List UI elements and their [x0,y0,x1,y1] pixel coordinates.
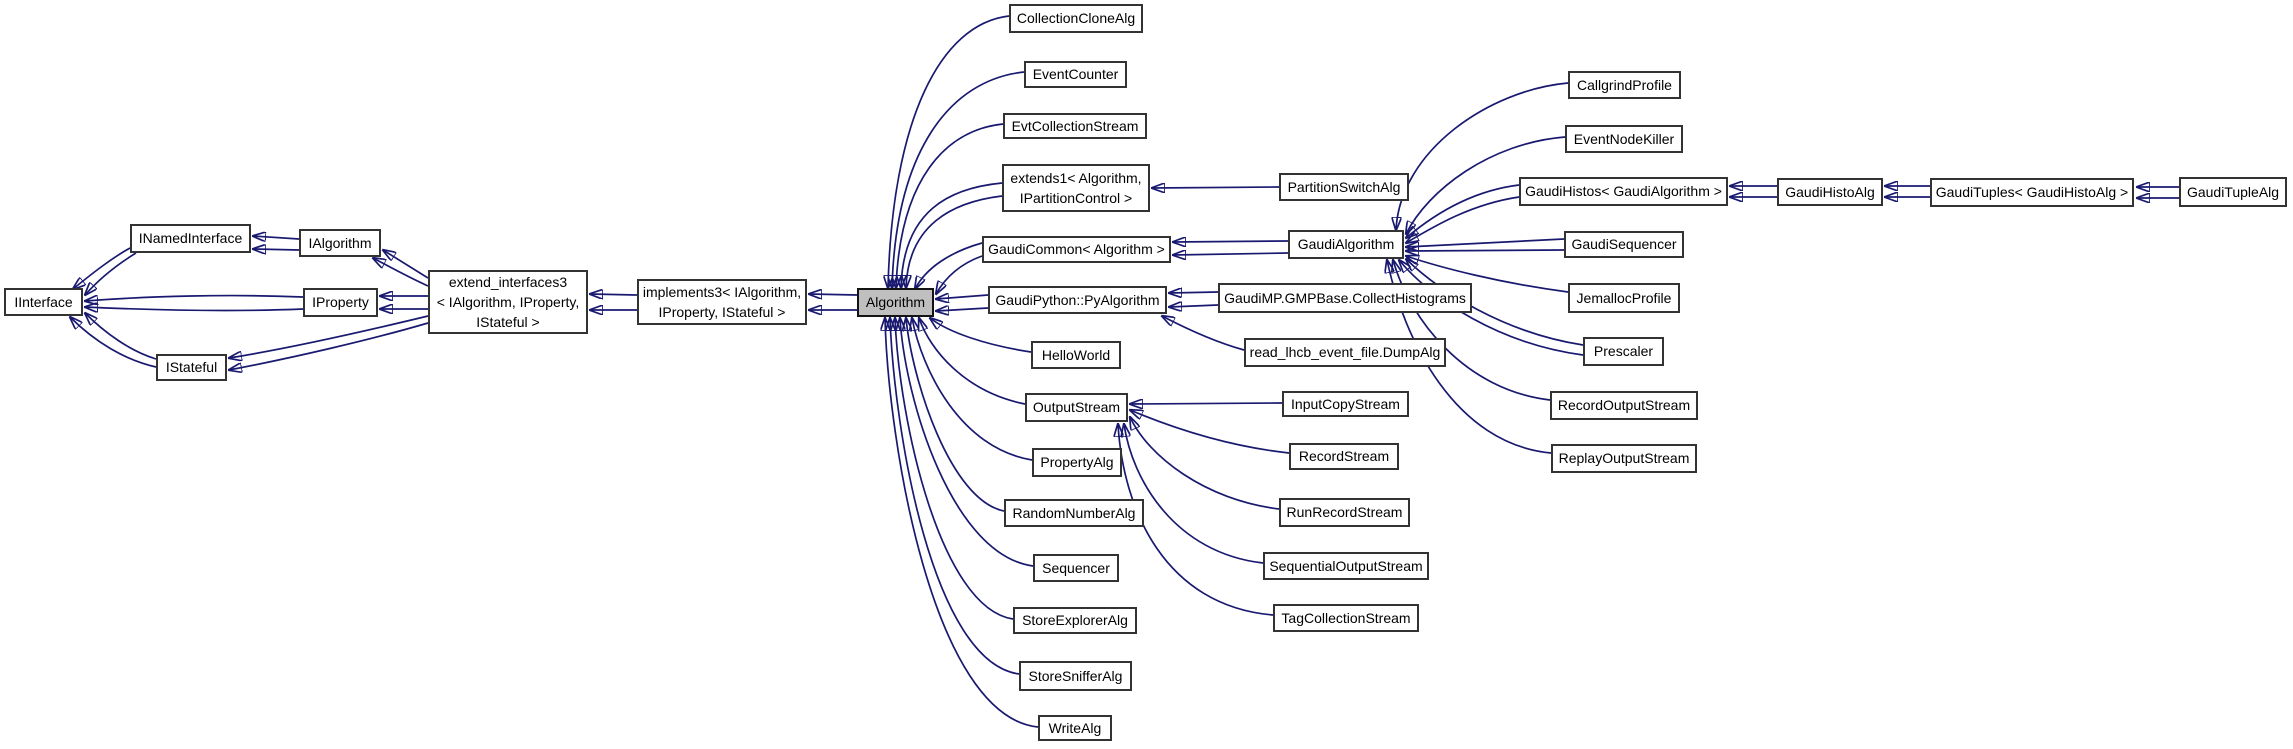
edge-istateful-to-iinterface [70,317,157,368]
node-storesnifferalg[interactable]: StoreSnifferAlg [1019,661,1132,691]
node-collectionclonealg[interactable]: CollectionCloneAlg [1009,4,1143,33]
edge-writealg-to-algorithm [885,318,1039,728]
edge-recordstream-to-outputstream [1130,410,1290,454]
edge-inamedinterface-to-iinterface [85,252,137,295]
edge-prescaler-to-gaudialgorithm [1399,260,1584,356]
edge-evtcollectionstream-to-algorithm [896,123,1004,288]
node-gaudituples[interactable]: GaudiTuples< GaudiHistoAlg > [1930,178,2134,207]
node-helloworld[interactable]: HelloWorld [1031,341,1121,369]
edge-gaudisequencer-to-gaudialgorithm [1406,250,1565,251]
node-gaudihistos[interactable]: GaudiHistos< GaudiAlgorithm > [1519,177,1728,206]
node-gaudialgorithm[interactable]: GaudiAlgorithm [1288,230,1404,259]
edge-storeexploreralg-to-algorithm [895,318,1014,620]
node-runrecordstream[interactable]: RunRecordStream [1279,498,1410,527]
node-randomnumberalg[interactable]: RandomNumberAlg [1004,499,1144,527]
edge-runrecordstream-to-outputstream [1130,417,1280,510]
node-sequentialoutputstream[interactable]: SequentialOutputStream [1263,552,1429,580]
node-replayoutputstream[interactable]: ReplayOutputStream [1551,444,1697,473]
node-evtcollectionstream[interactable]: EvtCollectionStream [1003,113,1147,139]
node-jemallocprofile[interactable]: JemallocProfile [1568,283,1680,313]
edge-eventnodekiller-to-gaudialgorithm [1406,136,1566,234]
node-callgrindprofile[interactable]: CallgrindProfile [1568,71,1681,99]
edge-iproperty-to-iinterface [85,307,304,310]
node-read-lhcb-dumpalg[interactable]: read_lhcb_event_file.DumpAlg [1244,338,1446,367]
node-gaudipython-pyalgorithm[interactable]: GaudiPython::PyAlgorithm [988,286,1167,314]
node-iinterface[interactable]: IInterface [4,288,83,316]
node-propertyalg[interactable]: PropertyAlg [1032,448,1122,477]
node-gaudimp-collecthistograms[interactable]: GaudiMP.GMPBase.CollectHistograms [1218,283,1472,313]
edge-collectionclonealg-to-algorithm [888,15,1010,288]
edge-gaudialgorithm-to-gaudicommon [1173,241,1289,242]
edge-propertyalg-to-algorithm [912,318,1033,461]
edge-eventcounter-to-algorithm [892,71,1025,288]
node-gaudicommon[interactable]: GaudiCommon< Algorithm > [982,236,1171,263]
edge-sequencer-to-algorithm [900,318,1034,567]
edge-partitionswitchalg-to-extends1 [1152,187,1280,188]
edge-sequentialoutputstream-to-outputstream [1124,424,1264,564]
node-eventnodekiller[interactable]: EventNodeKiller [1565,125,1683,153]
node-istateful[interactable]: IStateful [156,354,227,381]
edge-gaudialgorithm-to-gaudicommon [1173,253,1289,255]
edge-gaudihistos-to-gaudialgorithm [1406,184,1520,238]
edge-collecthistograms-to-pyalgorithm [1169,305,1219,307]
edge-collecthistograms-to-pyalgorithm [1169,292,1219,293]
edge-prescaler-to-gaudialgorithm [1406,259,1584,346]
node-implements3[interactable]: implements3< IAlgorithm, IProperty, ISta… [637,279,807,325]
edge-ialgorithm-to-inamedinterface [253,249,300,250]
edge-extend-interfaces3-to-ialgorithm [383,250,429,279]
edge-storesnifferalg-to-algorithm [890,318,1020,675]
node-gaudituplealg[interactable]: GaudiTupleAlg [2179,177,2287,207]
edge-gaudicommon-to-algorithm [936,255,983,294]
node-tagcollectionstream[interactable]: TagCollectionStream [1273,604,1419,632]
edge-jemallocprofile-to-gaudialgorithm [1406,256,1569,293]
node-iproperty[interactable]: IProperty [303,288,378,317]
node-extends1[interactable]: extends1< Algorithm, IPartitionControl > [1002,164,1150,212]
node-inamedinterface[interactable]: INamedInterface [130,224,251,253]
node-partitionswitchalg[interactable]: PartitionSwitchAlg [1279,173,1409,201]
edge-gaudicommon-to-algorithm [915,242,983,289]
edge-extend-interfaces3-to-ialgorithm [373,258,429,287]
node-eventcounter[interactable]: EventCounter [1024,61,1127,88]
edge-callgrindprofile-to-gaudialgorithm [1396,82,1569,230]
node-gaudihistoalg[interactable]: GaudiHistoAlg [1777,178,1883,206]
edge-recordoutputstream-to-gaudialgorithm [1393,260,1551,401]
edge-ialgorithm-to-inamedinterface [253,236,300,239]
edge-inamedinterface-to-iinterface [73,247,131,289]
node-algorithm: Algorithm [857,288,934,317]
edge-extend-interfaces3-to-istateful [229,322,429,370]
edge-extend-interfaces3-to-istateful [229,315,429,358]
edge-gaudisequencer-to-gaudialgorithm [1406,238,1565,247]
node-sequencer[interactable]: Sequencer [1033,554,1119,582]
edge-iproperty-to-iinterface [85,294,304,301]
edge-extends1-to-algorithm [906,195,1003,288]
edge-outputstream-to-algorithm [919,318,1026,405]
node-recordoutputstream[interactable]: RecordOutputStream [1550,391,1698,420]
node-outputstream[interactable]: OutputStream [1025,393,1128,422]
node-prescaler[interactable]: Prescaler [1583,337,1664,366]
node-inputcopystream[interactable]: InputCopyStream [1282,391,1409,417]
edge-pyalgorithm-to-algorithm [936,295,989,299]
edge-randomnumberalg-to-algorithm [906,318,1005,512]
edge-dumpalg-to-pyalgorithm [1162,316,1245,351]
edge-extends1-to-algorithm [901,182,1003,288]
edge-gaudihistos-to-gaudialgorithm [1406,196,1520,243]
node-extend-interfaces3[interactable]: extend_interfaces3 < IAlgorithm, IProper… [428,270,588,334]
node-gaudisequencer[interactable]: GaudiSequencer [1564,231,1684,258]
node-storeexploreralg[interactable]: StoreExplorerAlg [1013,607,1137,634]
node-recordstream[interactable]: RecordStream [1289,443,1399,470]
edge-pyalgorithm-to-algorithm [936,308,989,311]
edge-istateful-to-iinterface [85,313,157,360]
node-ialgorithm[interactable]: IAlgorithm [299,229,381,257]
edge-inputcopystream-to-outputstream [1130,403,1283,404]
node-writealg[interactable]: WriteAlg [1038,715,1112,741]
edge-helloworld-to-algorithm [930,318,1032,353]
edge-implements3-to-extend-interfaces3 [590,294,638,295]
edge-algorithm-to-implements3 [809,294,858,295]
